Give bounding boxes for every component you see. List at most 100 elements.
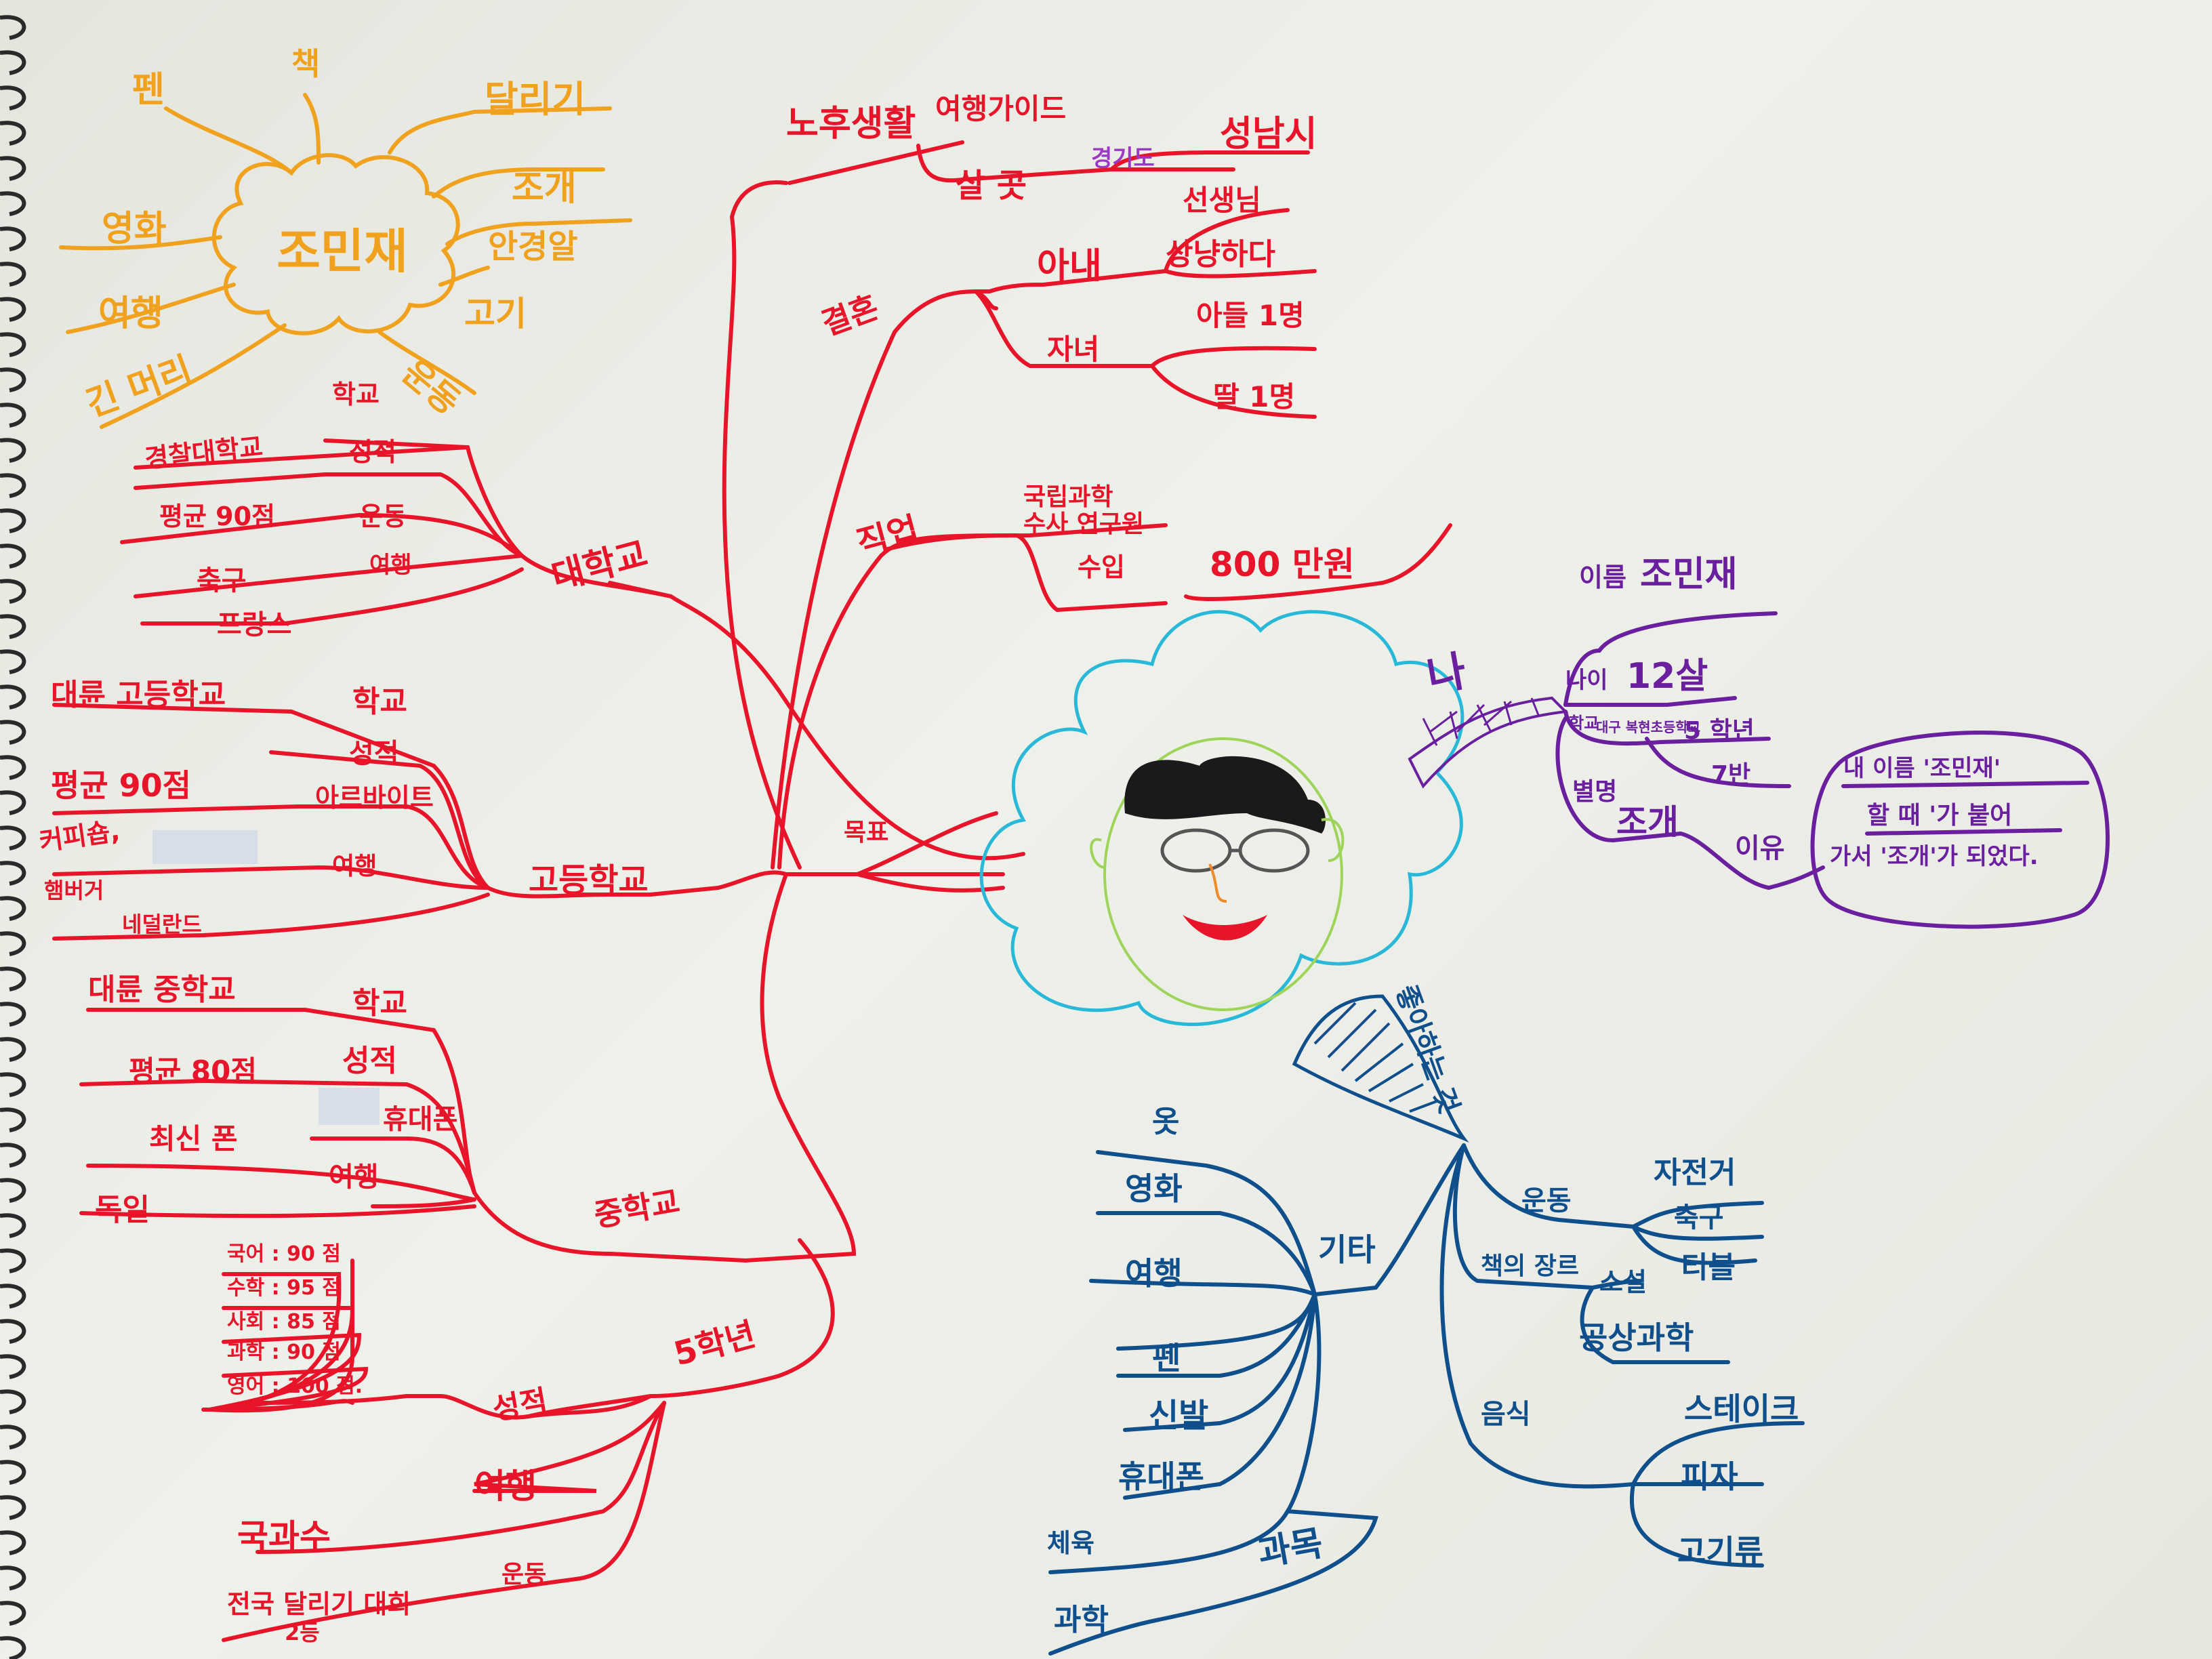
binding-ring: [0, 1460, 26, 1485]
high-school: 대륜 고등학교: [51, 678, 226, 712]
likes-sport-2: 티볼: [1681, 1250, 1736, 1285]
university-grade-label: 성적: [349, 437, 396, 467]
likes-etc-1: 영화: [1125, 1170, 1183, 1207]
high-travel-label: 여행: [332, 853, 377, 880]
profile-nickname: 조개: [1616, 802, 1679, 842]
middle-phone: 최신 폰: [149, 1122, 238, 1155]
self-item-long-hair: 긴 머리: [81, 350, 197, 426]
reason-bubble: [1810, 731, 2110, 929]
profile-school-label: 학교: [1569, 714, 1599, 733]
marriage-daughter: 딸 1명: [1213, 380, 1295, 413]
profile-reason-label: 이유: [1735, 833, 1785, 864]
high-travel: 네덜란드: [122, 912, 202, 937]
university-school-label: 학교: [332, 380, 380, 409]
correction-tape: [152, 830, 258, 864]
binding-ring: [0, 332, 26, 357]
profile-name: 조민재: [1640, 554, 1738, 595]
binding-ring: [0, 367, 26, 392]
binding-ring: [0, 297, 26, 322]
ear-left: [1090, 838, 1105, 869]
grade5-sport-label: 운동: [501, 1561, 546, 1589]
self-cloud-outline: [211, 153, 460, 335]
self-item-pen: 펜: [132, 70, 165, 110]
binding-ring: [0, 1389, 26, 1414]
grade5-travel: 국과수: [237, 1517, 331, 1557]
binding-ring: [0, 1072, 26, 1097]
binding-ring: [0, 1636, 26, 1659]
retirement-label: 노후생활: [786, 104, 916, 144]
binding-ring: [0, 896, 26, 921]
reason-line-1: 내 이름 '조민재': [1843, 755, 2001, 782]
goal-label: 목표: [844, 819, 888, 846]
university-grade: 평균 90점: [159, 501, 275, 531]
likes-food-label: 음식: [1481, 1399, 1531, 1430]
future-branch: 노후생활 여행가이드 살 곳 경기도 성남시 결혼 아내 선생님 상냥하다 자녀…: [37, 92, 1452, 1645]
binding-ring: [0, 473, 26, 498]
likes-subject-1: 과학: [1054, 1603, 1109, 1637]
likes-sport-0: 자전거: [1654, 1155, 1736, 1190]
high-grade: 평균 90점: [51, 767, 191, 804]
self-cloud-group: 조민재 펜 책 달리기 조개 안경알 고기 운동 긴 머리 여행 영화: [59, 45, 632, 429]
job-income: 수입: [1078, 552, 1125, 582]
binding-ring: [0, 438, 26, 463]
center-face: [979, 610, 1465, 1026]
middle-travel: 독일: [95, 1193, 150, 1227]
hair: [1124, 756, 1326, 834]
middle-travel-label: 여행: [329, 1162, 379, 1193]
binding-ring: [0, 825, 26, 851]
marriage-wife: 아내: [1037, 246, 1102, 287]
middle-phone-label: 휴대폰: [383, 1104, 457, 1135]
high-job-label: 아르바이트: [315, 783, 434, 813]
likes-label: 좋아하는 것: [1390, 981, 1465, 1118]
binding-ring: [0, 1425, 26, 1450]
marriage-kids: 자녀: [1047, 333, 1099, 366]
grade5-grade-1: 수학 : 95 점: [227, 1276, 341, 1300]
self-item-movie: 영화: [102, 209, 167, 249]
retirement-job: 여행가이드: [935, 92, 1066, 125]
mouth: [1183, 915, 1267, 941]
binding-ring: [0, 508, 26, 533]
university-travel-label: 여행: [369, 552, 412, 579]
binding-ring: [0, 1248, 26, 1273]
profile-hatch-band: [1408, 696, 1569, 789]
spiral-binding: [0, 15, 26, 1659]
self-item-meat: 고기: [464, 294, 527, 333]
likes-etc-2: 여행: [1125, 1255, 1183, 1292]
high-label: 고등학교: [529, 861, 649, 899]
binding-ring: [0, 403, 26, 428]
grade5-sport-rank: 2등: [285, 1620, 320, 1645]
high-job1: 커피숍,: [37, 816, 121, 857]
likes-etc-label: 기타: [1318, 1231, 1376, 1268]
grade5-grades-label: 성적: [490, 1384, 550, 1427]
self-item-clam: 조개: [512, 168, 577, 209]
grade5-label: 5학년: [670, 1315, 760, 1374]
binding-ring: [0, 226, 26, 251]
binding-ring: [0, 579, 26, 604]
binding-ring: [0, 85, 26, 110]
retirement-city: 성남시: [1220, 114, 1317, 155]
high-job2: 햄버거: [44, 878, 104, 903]
job-line2: 수사 연구원: [1023, 510, 1144, 538]
likes-book-0: 소설: [1599, 1267, 1647, 1297]
binding-ring: [0, 755, 26, 780]
job-amount: 800 만원: [1210, 545, 1355, 584]
binding-ring: [0, 1530, 26, 1555]
ear-right: [1321, 818, 1345, 862]
likes-branch: 좋아하는 것 운동 자전거 축구 티볼 책의 장르 소설: [1047, 981, 1805, 1656]
binding-ring: [0, 1495, 26, 1520]
likes-etc-3: 펜: [1152, 1340, 1181, 1376]
glasses-left: [1160, 828, 1232, 873]
likes-sport-label: 운동: [1521, 1185, 1572, 1216]
binding-ring: [0, 121, 26, 146]
grade5-sport: 전국 달리기 대회: [227, 1589, 411, 1619]
grade5-grade-0: 국어 : 90 점: [227, 1242, 341, 1266]
reason-line-2: 할 때 '가 붙어: [1867, 802, 2012, 830]
profile-class-num: 7반: [1711, 761, 1750, 789]
profile-age: 12살: [1626, 656, 1708, 697]
profile-branch: 나 이름 조민재 나이 12살 학교 대구 복현초등학교 5 학년 7반 별명 …: [1408, 554, 2110, 929]
marriage-wife-trait: 상냥하다: [1166, 237, 1275, 272]
self-item-running: 달리기: [485, 78, 586, 121]
retirement-live: 살 곳: [956, 167, 1027, 205]
binding-ring: [0, 1319, 26, 1344]
